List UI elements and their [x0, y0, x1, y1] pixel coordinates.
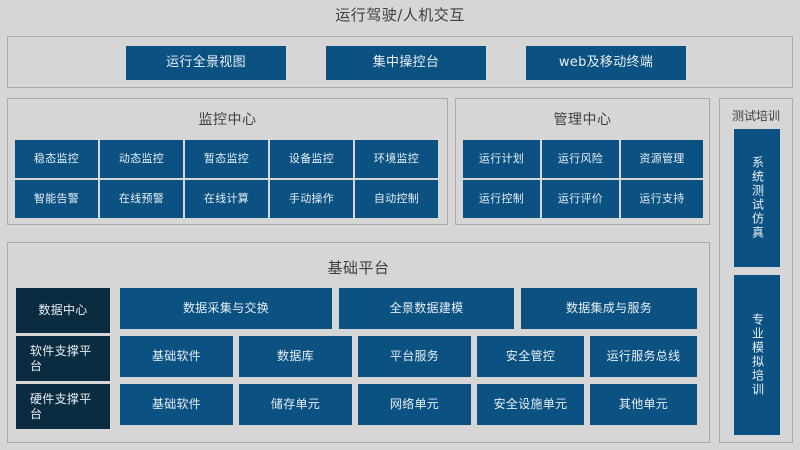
base-platform-title: 基础平台	[327, 259, 390, 277]
training-center-title: 测试培训	[731, 109, 780, 123]
diagram-title: 运行驾驶/人机交互	[335, 6, 465, 24]
platform-cell-operation-service-bus[interactable]: 运行服务总线	[590, 336, 697, 377]
monitoring-cell-auto-control[interactable]: 自动控制	[355, 180, 438, 218]
platform-cell-platform-service[interactable]: 平台服务	[358, 336, 471, 377]
platform-cell-panoramic-data-modeling[interactable]: 全景数据建模	[339, 288, 514, 329]
platform-cell-database[interactable]: 数据库	[239, 336, 352, 377]
platform-label-hardware-support[interactable]: 硬件支撑平台	[16, 384, 110, 429]
training-cell-system-test-simulation[interactable]: 系统测试仿真	[734, 129, 780, 267]
monitoring-cell-steady[interactable]: 稳态监控	[15, 140, 98, 178]
monitoring-cell-equipment[interactable]: 设备监控	[270, 140, 353, 178]
interaction-layer-panel: 运行全景视图 集中操控台 web及移动终端	[7, 36, 793, 88]
management-center-title: 管理中心	[553, 112, 612, 128]
interaction-item-panorama[interactable]: 运行全景视图	[126, 46, 286, 80]
management-cell-operation-evaluation[interactable]: 运行评价	[542, 180, 619, 218]
platform-cell-basic-software-hw[interactable]: 基础软件	[120, 384, 233, 425]
management-cell-operation-plan[interactable]: 运行计划	[463, 140, 540, 178]
interaction-item-console[interactable]: 集中操控台	[326, 46, 486, 80]
monitoring-center-title: 监控中心	[198, 112, 257, 128]
platform-cell-other-unit[interactable]: 其他单元	[590, 384, 697, 425]
monitoring-cell-dynamic[interactable]: 动态监控	[100, 140, 183, 178]
management-cell-resource-management[interactable]: 资源管理	[621, 140, 703, 178]
platform-cell-security-control[interactable]: 安全管控	[477, 336, 584, 377]
management-cell-operation-support[interactable]: 运行支持	[621, 180, 703, 218]
monitoring-center-panel: 监控中心 稳态监控 动态监控 暂态监控 设备监控 环境监控 智能告警 在线预警 …	[7, 98, 448, 225]
training-cell-professional-simulation-training[interactable]: 专业模拟培训	[734, 275, 780, 435]
base-platform-panel: 基础平台 数据中心 软件支撑平台 硬件支撑平台 数据采集与交换 全景数据建模 数…	[7, 242, 710, 443]
monitoring-cell-environment[interactable]: 环境监控	[355, 140, 438, 178]
platform-cell-security-facility-unit[interactable]: 安全设施单元	[477, 384, 584, 425]
monitoring-cell-transient[interactable]: 暂态监控	[185, 140, 268, 178]
management-cell-operation-control[interactable]: 运行控制	[463, 180, 540, 218]
platform-cell-data-integration-service[interactable]: 数据集成与服务	[521, 288, 697, 329]
monitoring-cell-smart-alarm[interactable]: 智能告警	[15, 180, 98, 218]
platform-label-data-center[interactable]: 数据中心	[16, 288, 110, 333]
platform-cell-network-unit[interactable]: 网络单元	[358, 384, 471, 425]
monitoring-cell-manual-operation[interactable]: 手动操作	[270, 180, 353, 218]
platform-cell-data-acquisition-exchange[interactable]: 数据采集与交换	[120, 288, 332, 329]
training-center-panel: 测试培训 系统测试仿真 专业模拟培训	[719, 98, 793, 443]
platform-cell-storage-unit[interactable]: 储存单元	[239, 384, 352, 425]
platform-cell-basic-software-sw[interactable]: 基础软件	[120, 336, 233, 377]
monitoring-cell-online-warning[interactable]: 在线预警	[100, 180, 183, 218]
management-cell-operation-risk[interactable]: 运行风险	[542, 140, 619, 178]
monitoring-cell-online-calc[interactable]: 在线计算	[185, 180, 268, 218]
management-center-panel: 管理中心 运行计划 运行风险 资源管理 运行控制 运行评价 运行支持	[455, 98, 710, 225]
platform-label-software-support[interactable]: 软件支撑平台	[16, 336, 110, 381]
interaction-item-web-mobile[interactable]: web及移动终端	[526, 46, 686, 80]
